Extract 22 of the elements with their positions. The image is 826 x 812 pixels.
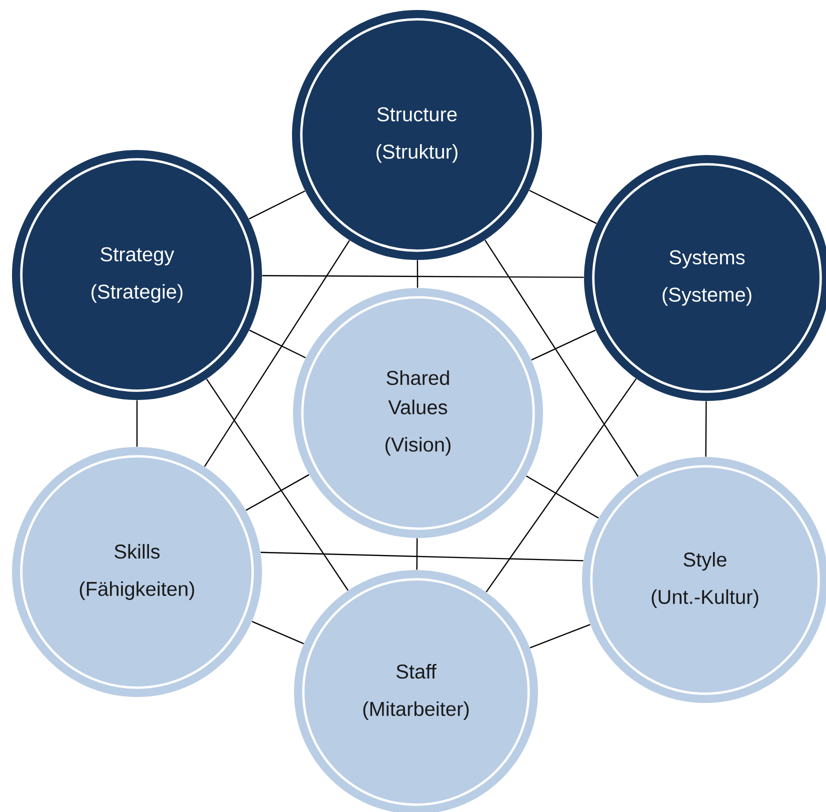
connector-line xyxy=(262,275,584,278)
circle-node: Structure (Struktur) xyxy=(292,10,542,260)
connector-line xyxy=(260,552,584,562)
connector-line xyxy=(416,538,418,570)
connector-line xyxy=(246,474,310,511)
connector-line xyxy=(136,400,138,447)
connector-line xyxy=(529,190,597,224)
connector-line xyxy=(248,190,306,220)
connector-line xyxy=(531,330,596,361)
connector-line xyxy=(206,378,349,591)
connector-line xyxy=(526,475,599,518)
circle-node: Strategy (Strategie) xyxy=(12,150,262,400)
connector-line xyxy=(530,624,590,648)
connector-line xyxy=(486,378,637,592)
circle-node: Shared Values (Vision) xyxy=(293,288,543,538)
connector-line xyxy=(484,240,639,477)
connector-line xyxy=(416,260,418,288)
circle-node: Skills (Fähigkeiten) xyxy=(12,446,262,697)
connector-line xyxy=(705,401,707,457)
connector-line xyxy=(252,620,304,644)
connector-line xyxy=(204,240,350,467)
connector-line xyxy=(249,330,306,358)
